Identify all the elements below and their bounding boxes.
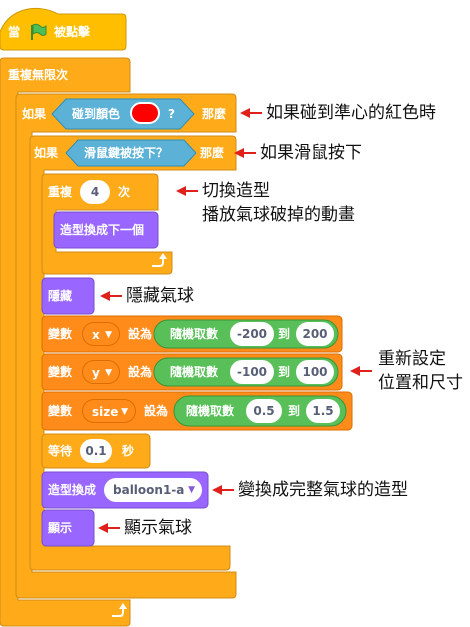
costume-value: balloon1-a [113, 483, 185, 497]
hide-block-shape [41, 277, 95, 315]
annotation-show-balloon: 顯示氣球 [124, 518, 192, 538]
set-y-var-value: y [92, 366, 100, 380]
if-touching-color-block-shape [15, 93, 237, 599]
set-x-from-input[interactable]: -200 [230, 322, 274, 346]
wait-label[interactable]: 等待 [48, 444, 73, 458]
repeat-block-shape [41, 173, 173, 275]
set-size-to-word: 到 [288, 404, 301, 418]
annotation-switch-costume-line1: 切換造型 [202, 181, 270, 201]
set-x-to-input[interactable]: 200 [296, 322, 334, 346]
annotation-mouse-down: 如果滑鼠按下 [260, 143, 362, 163]
repeat-count-input[interactable]: 4 [80, 180, 110, 204]
set-y-to-input[interactable]: 100 [296, 360, 334, 384]
set-size-var-dropdown[interactable]: size▼ [82, 399, 136, 423]
set-y-to-label: 設為 [128, 365, 153, 379]
green-flag-icon [28, 22, 48, 42]
color-swatch[interactable] [130, 102, 160, 124]
forever-label[interactable]: 重複無限次 [8, 68, 69, 82]
set-y-label[interactable]: 變數 [48, 365, 73, 379]
chevron-down-icon: ▼ [188, 485, 195, 495]
switch-costume-label[interactable]: 造型換成 [48, 483, 97, 497]
forever-block-shape [0, 57, 131, 627]
chevron-down-icon: ▼ [105, 368, 112, 378]
annotation-reset-line1: 重新設定 [378, 349, 446, 369]
chevron-down-icon: ▼ [121, 407, 128, 417]
set-y-from-input[interactable]: -100 [230, 360, 274, 384]
repeat-label[interactable]: 重複 [48, 185, 73, 199]
next-costume-label[interactable]: 造型換成下一個 [60, 223, 145, 237]
set-x-label[interactable]: 變數 [48, 327, 73, 341]
annotation-reset-line2: 位置和尺寸 [378, 373, 463, 393]
wait-unit-label: 秒 [122, 444, 135, 458]
show-block-shape [41, 509, 95, 547]
set-x-random-label[interactable]: 隨機取數 [170, 327, 219, 341]
loop-arrow-icon [112, 603, 127, 617]
set-size-var-value: size [92, 405, 119, 419]
show-label[interactable]: 顯示 [48, 521, 73, 535]
chevron-down-icon: ▼ [105, 330, 112, 340]
wait-seconds-input[interactable]: 0.1 [80, 439, 112, 463]
next-costume-block-shape [53, 211, 159, 249]
annotation-full-balloon-costume: 變換成完整氣球的造型 [238, 480, 408, 500]
set-size-random-label[interactable]: 隨機取數 [186, 404, 235, 418]
if1-then-label: 那麼 [202, 107, 227, 121]
set-y-to-word: 到 [278, 365, 291, 379]
set-x-var-dropdown[interactable]: x▼ [82, 322, 120, 346]
annotation-touching-red: 如果碰到準心的紅色時 [266, 103, 436, 123]
costume-dropdown[interactable]: balloon1-a▼ [104, 478, 202, 502]
hat-suffix[interactable]: 被點擊 [54, 25, 91, 39]
loop-arrow-icon [152, 253, 167, 267]
set-size-to-label: 設為 [144, 404, 169, 418]
hide-label[interactable]: 隱藏 [48, 289, 73, 303]
hat-prefix[interactable]: 當 [8, 25, 21, 39]
set-x-to-word: 到 [278, 327, 291, 341]
set-y-var-dropdown[interactable]: y▼ [82, 360, 120, 384]
if1-label[interactable]: 如果 [22, 107, 47, 121]
if2-then-label: 那麼 [200, 146, 225, 160]
annotation-hide-balloon: 隱藏氣球 [126, 286, 194, 306]
repeat-times-label: 次 [118, 185, 131, 199]
annotation-switch-costume-line2: 播放氣球破掉的動畫 [202, 205, 355, 225]
if2-label[interactable]: 如果 [34, 146, 59, 160]
mouse-down-label[interactable]: 滑鼠鍵被按下？ [84, 146, 169, 160]
set-x-to-label: 設為 [128, 327, 153, 341]
set-x-var-value: x [92, 328, 100, 342]
touching-color-question: ? [168, 107, 175, 121]
mouse-down-hexagon [65, 139, 197, 167]
touching-color-label[interactable]: 碰到顏色 [72, 107, 121, 121]
set-y-random-label[interactable]: 隨機取數 [170, 365, 219, 379]
set-size-label[interactable]: 變數 [48, 404, 73, 418]
set-size-to-input[interactable]: 1.5 [306, 399, 340, 423]
if-mouse-down-block-shape [29, 135, 237, 571]
set-size-from-input[interactable]: 0.5 [246, 399, 282, 423]
